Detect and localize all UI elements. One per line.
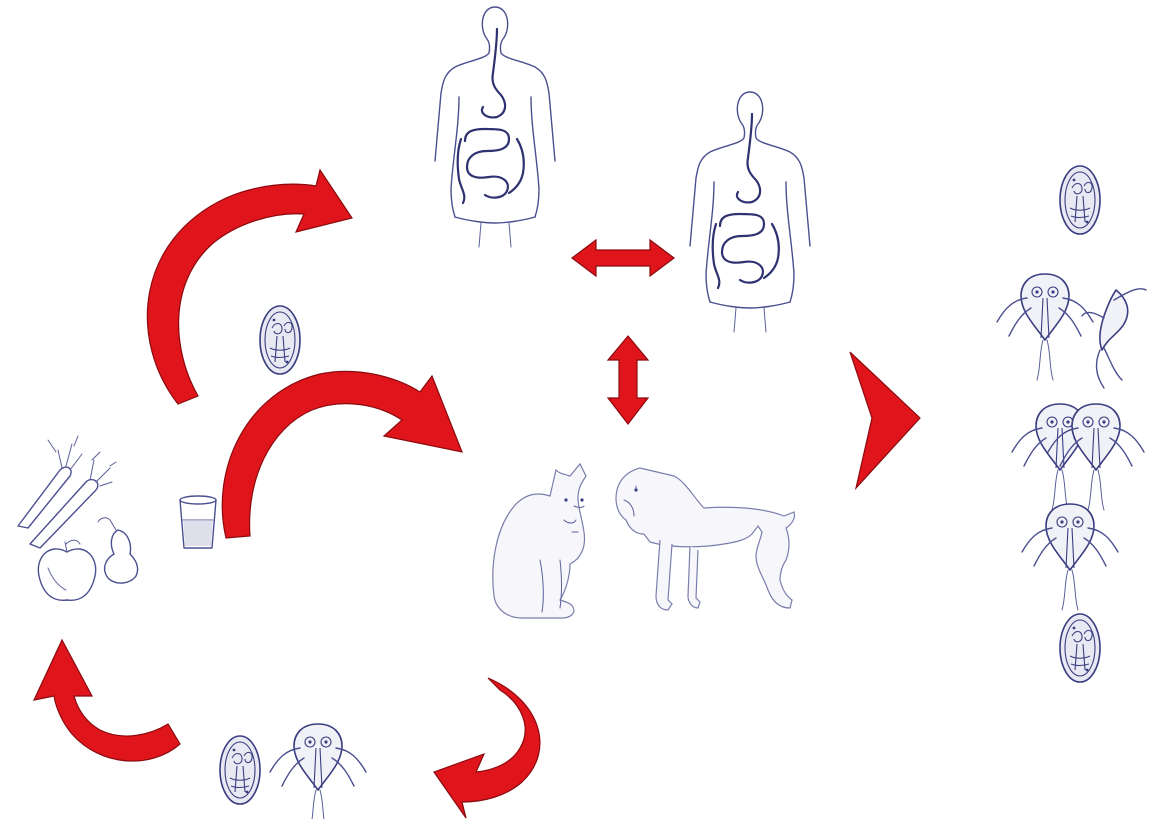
chevron-right-icon	[850, 352, 920, 488]
pear-icon	[98, 518, 138, 583]
water-glass-icon	[180, 496, 216, 548]
giardia-cyst-icon	[1060, 614, 1100, 682]
giardia-cyst-icon	[1060, 166, 1100, 234]
dog-icon	[616, 468, 795, 610]
curved-arrow-icon	[147, 170, 352, 404]
giardia-cyst-icon	[260, 306, 300, 374]
apple-icon	[38, 540, 95, 600]
carrot-icon	[18, 436, 116, 548]
curved-arrow-icon	[434, 678, 540, 818]
double-arrow-icon	[572, 240, 674, 276]
curved-arrow-icon	[34, 640, 180, 761]
human-body-icon	[690, 92, 810, 332]
double-arrow-icon	[608, 336, 648, 424]
curved-arrow-icon	[222, 371, 462, 538]
human-body-icon	[435, 7, 555, 247]
giardia-cyst-icon	[220, 736, 260, 804]
giardia-trophozoite-icon	[1082, 289, 1146, 388]
giardia-trophozoite-icon	[270, 724, 366, 819]
giardia-trophozoite-icon	[1022, 504, 1118, 610]
giardia-trophozoite-icon	[997, 274, 1093, 380]
cat-icon	[493, 464, 586, 618]
